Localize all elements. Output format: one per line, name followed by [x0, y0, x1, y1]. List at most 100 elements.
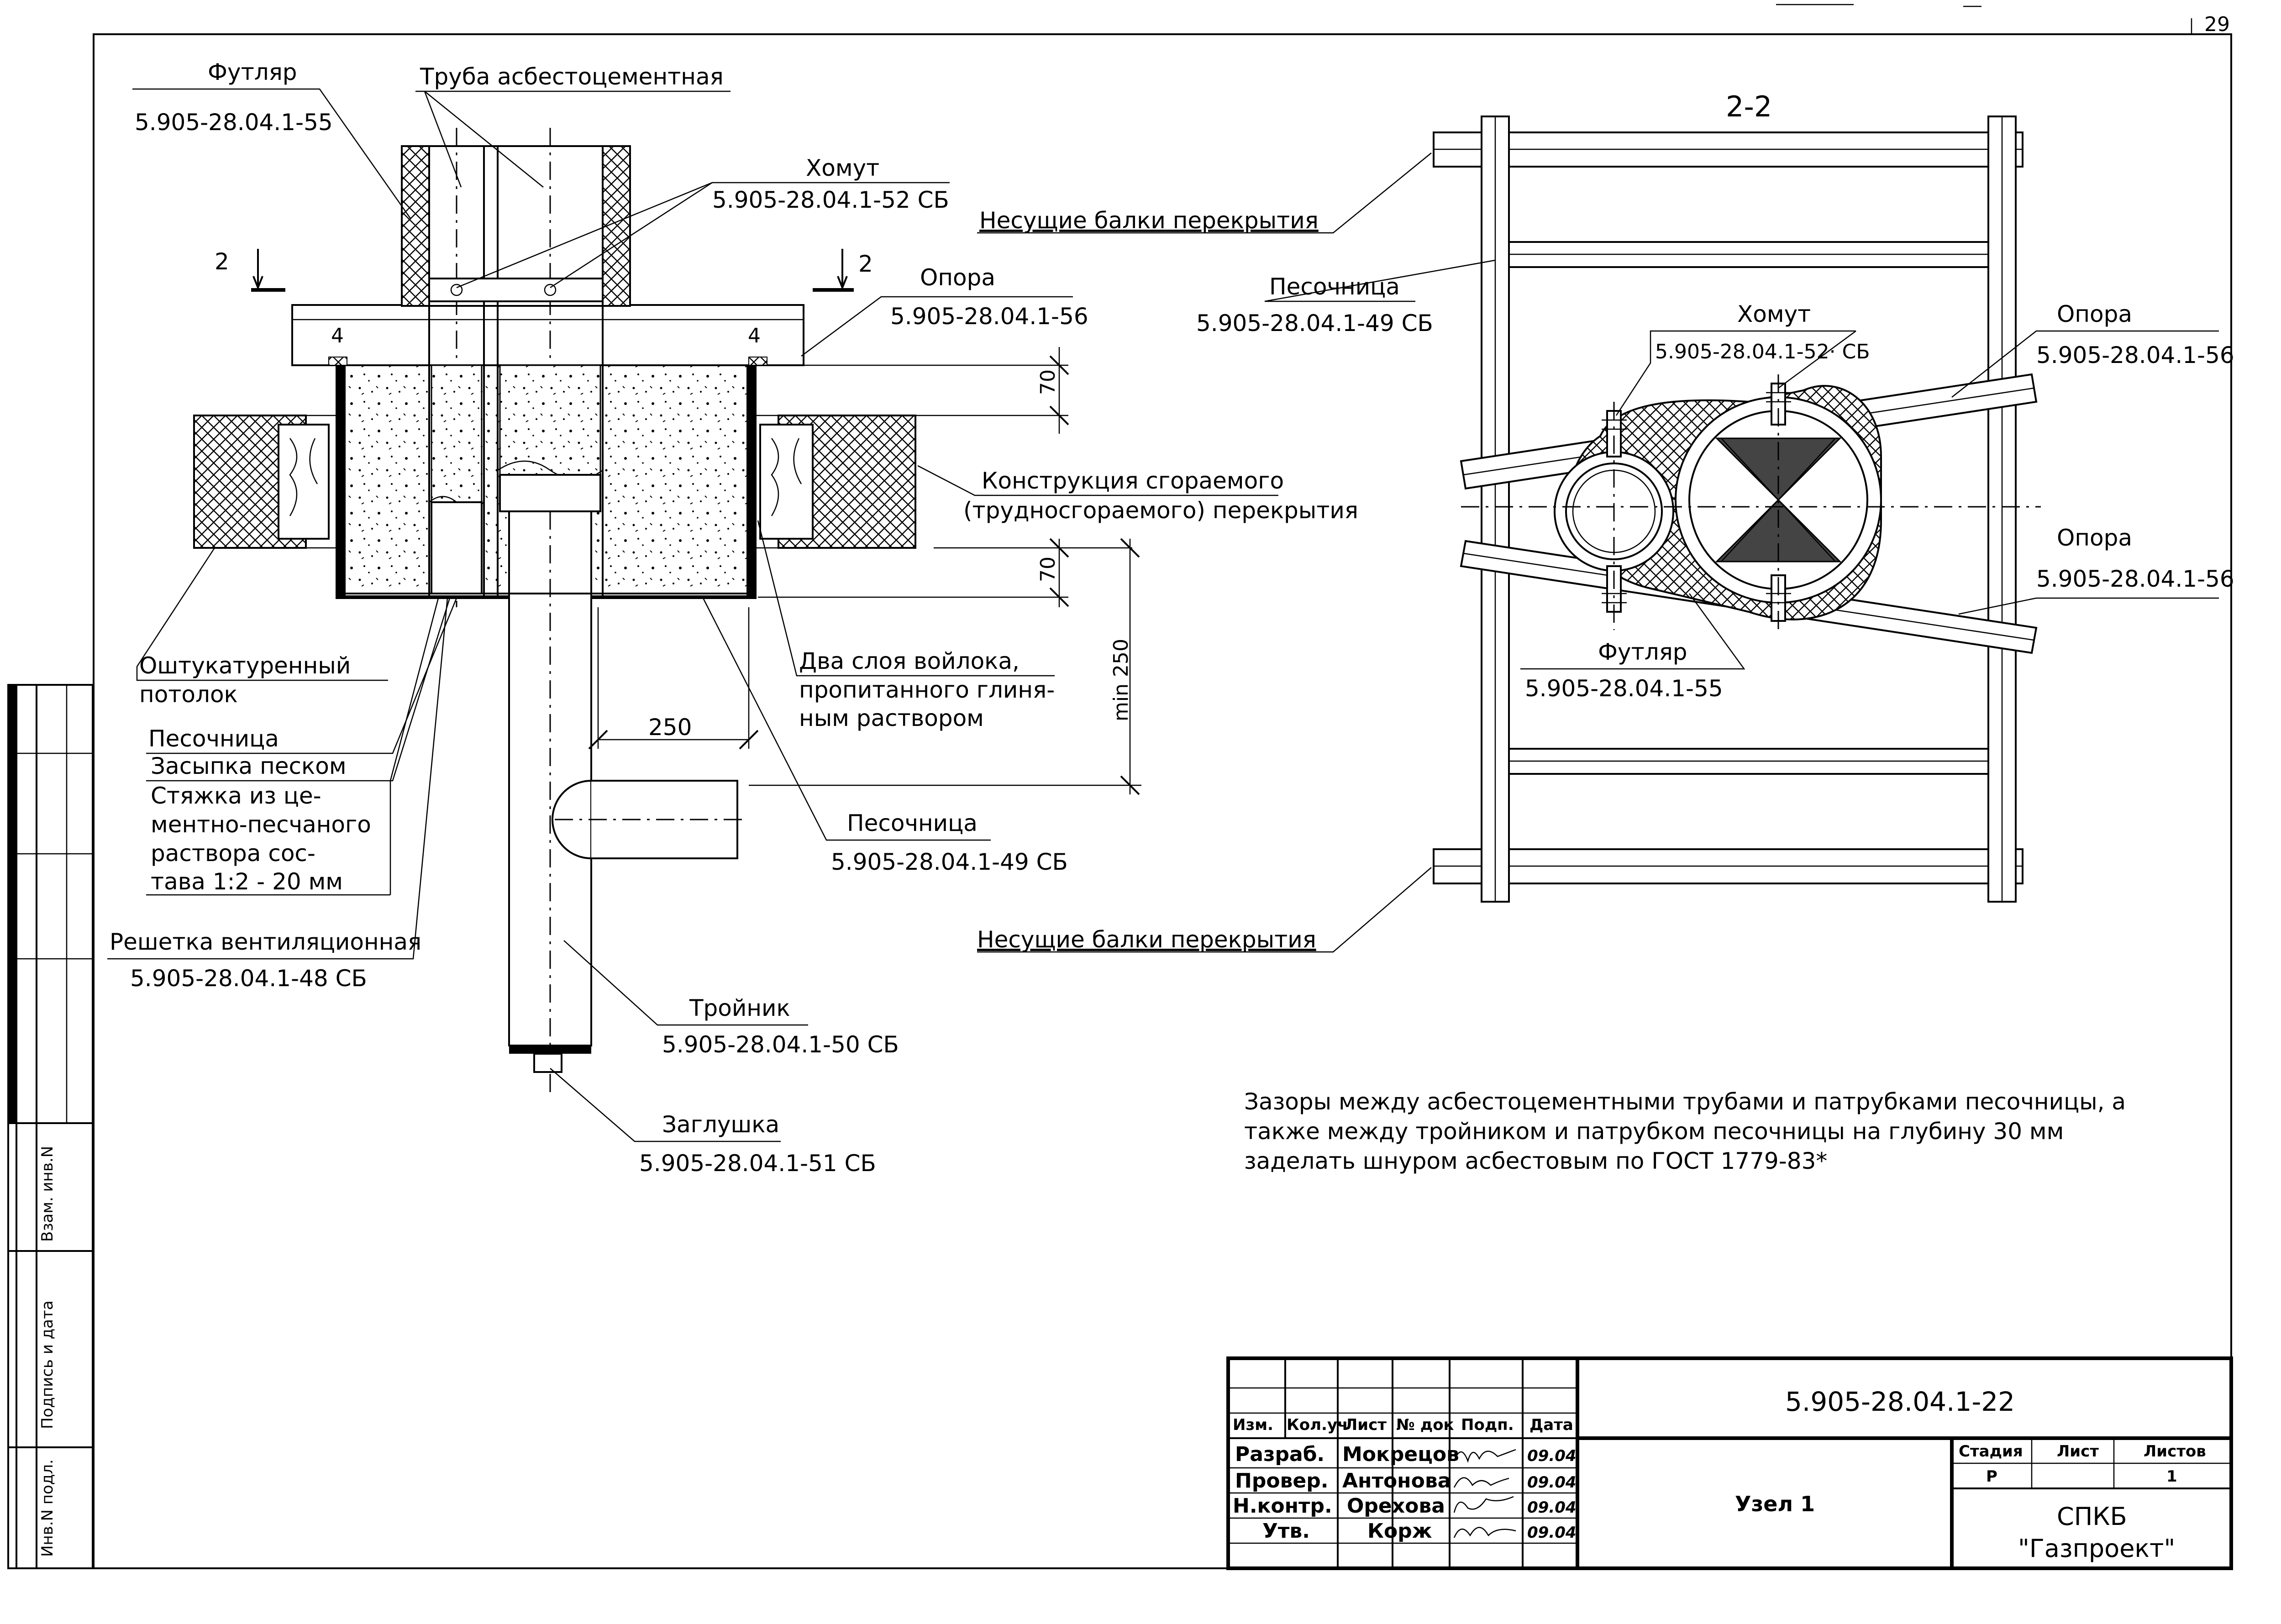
stamp-podpis: Подпись и дата [38, 1300, 57, 1429]
label-troinik: Тройник [689, 995, 790, 1021]
label-reshetka: Решетка вентиляционная [110, 929, 421, 955]
label-opora-code: 5.905-28.04.1-56 [890, 303, 1088, 330]
page-number: 29 [2204, 13, 2230, 36]
label-pesochnitsa-mid: Песочница [847, 810, 978, 836]
tb-h-data: Дата [1529, 1416, 1573, 1434]
section-view: 4 4 [193, 128, 1141, 1096]
tb-sheets-label: Листов [2144, 1442, 2206, 1461]
label-styazhka-2: ментно-песчаного [151, 811, 371, 838]
tb-doc-code: 5.905-28.04.1-22 [1785, 1386, 2015, 1417]
label-voilok-1: Два слоя войлока, [799, 648, 1020, 674]
tb-role-2: Н.контр. [1233, 1494, 1332, 1518]
note-line-3: заделать шнуром асбестовым по ГОСТ 1779-… [1244, 1148, 1827, 1174]
support-beam [291, 304, 804, 366]
section-mark-right: 2 [858, 251, 873, 277]
tb-name-3: Корж [1367, 1519, 1432, 1543]
wood-beam-left [278, 424, 330, 540]
tb-h-list: Лист [1345, 1416, 1387, 1434]
tb-stage-label: Стадия [1959, 1442, 2023, 1461]
plan-view: 2-2 [1433, 90, 2041, 903]
label-opora-code-right-bottom: 5.905-28.04.1-56 [2036, 566, 2234, 592]
signature-0 [1453, 1449, 1516, 1463]
plug [533, 1053, 562, 1073]
label-khomut-right: Хомут [1737, 301, 1811, 327]
label-pesochnitsa-left: Песочница [148, 725, 279, 752]
tb-sheets: 1 [2166, 1467, 2177, 1486]
label-futlyar-right: Футляр [1598, 639, 1687, 665]
signature-2 [1453, 1496, 1514, 1513]
casing-wall-left [401, 145, 430, 307]
tb-date-2: 09.04 [1527, 1498, 1577, 1517]
tb-role-1: Провер. [1235, 1469, 1328, 1493]
label-konstr-1: Конструкция сгораемого [982, 468, 1284, 494]
tb-role-3: Утв. [1262, 1519, 1310, 1543]
tb-name-0: Мокрецов [1342, 1443, 1459, 1466]
dim-70-top: 70 [1036, 369, 1060, 395]
label-khomut-code-right: 5.905-28.04.1-52· СБ [1655, 340, 1870, 363]
label-balki-bottom: Несущие балки перекрытия [977, 926, 1316, 953]
tb-h-kolvo: Кол.уч [1287, 1416, 1348, 1434]
label-opora-code-right-top: 5.905-28.04.1-56 [2036, 342, 2234, 368]
label-futlyar-code-right: 5.905-28.04.1-55 [1525, 675, 1723, 702]
label-futlyar-code: 5.905-28.04.1-55 [135, 109, 333, 136]
label-styazhka-1: Стяжка из це- [151, 783, 321, 809]
label-truba: Труба асбестоцементная [420, 63, 724, 90]
section-title: 2-2 [1726, 90, 1772, 123]
tb-h-podp: Подп. [1461, 1416, 1514, 1434]
signature-1 [1453, 1477, 1509, 1488]
tb-item-title: Узел 1 [1735, 1492, 1815, 1516]
label-potolok-1: Оштукатуренный [139, 652, 351, 679]
label-zasypka: Засыпка песком [151, 753, 347, 779]
label-pesochnitsa-right: Песочница [1269, 273, 1400, 300]
label-reshetka-code: 5.905-28.04.1-48 СБ [130, 965, 367, 992]
label-troinik-code: 5.905-28.04.1-50 СБ [662, 1031, 899, 1058]
label-khomut: Хомут [806, 155, 879, 181]
stamp-vzam: Взам. инв.N [38, 1146, 57, 1242]
label-balki-top: Несущие балки перекрытия [979, 207, 1319, 234]
label-khomut-code: 5.905-28.04.1-52 СБ [712, 187, 949, 213]
dim-250: 250 [648, 714, 692, 741]
tb-org-1: СПКБ [2057, 1502, 2127, 1531]
wood-beam-right [759, 424, 814, 540]
stamp-inv: Инв.N подл. [38, 1459, 57, 1557]
note-line-2: также между тройником и патрубком песочн… [1244, 1118, 2064, 1145]
left-labels: Футляр 5.905-28.04.1-55 Труба асбестоцем… [107, 59, 1358, 1177]
label-pesochnitsa-code: 5.905-28.04.1-49 СБ [831, 849, 1068, 875]
note-block: Зазоры между асбестоцементными трубами и… [1244, 1088, 2126, 1174]
label-potolok-2: потолок [139, 681, 238, 708]
tb-date-1: 09.04 [1527, 1473, 1577, 1492]
tb-date-0: 09.04 [1527, 1447, 1577, 1465]
label-opora-right-bottom: Опора [2057, 525, 2132, 551]
tb-date-3: 09.04 [1527, 1524, 1577, 1542]
dim-70-bottom: 70 [1036, 557, 1060, 582]
label-konstr-2: (трудносгораемого) перекрытия [963, 497, 1358, 524]
dim-min-250: min 250 [1109, 639, 1133, 721]
tb-name-1: Антонова [1342, 1469, 1451, 1493]
label-opora-right-top: Опора [2057, 301, 2132, 327]
mark-4a: 4 [331, 324, 344, 347]
side-stamp: Взам. инв.N Подпись и дата Инв.N подл. [7, 684, 94, 1569]
label-futlyar: Футляр [208, 59, 297, 85]
label-voilok-2: пропитанного глиня- [799, 677, 1055, 703]
right-labels: Несущие балки перекрытия Песочница 5.905… [977, 152, 2234, 953]
tb-h-doc: № док [1396, 1416, 1454, 1434]
label-styazhka-4: тава 1:2 - 20 мм [151, 868, 343, 895]
label-pesochnitsa-code-right: 5.905-28.04.1-49 СБ [1196, 310, 1433, 336]
label-styazhka-3: раствора сос- [151, 840, 315, 867]
section-mark-left: 2 [215, 248, 229, 275]
tb-stage: Р [1986, 1467, 1997, 1486]
tb-h-izm: Изм. [1233, 1416, 1273, 1434]
signature-3 [1453, 1527, 1516, 1538]
label-voilok-3: ным раствором [799, 705, 984, 731]
tb-name-2: Орехова [1347, 1494, 1445, 1518]
label-zaglushka: Заглушка [662, 1111, 779, 1138]
label-opora: Опора [920, 264, 995, 291]
tb-org-2: "Газпроект" [2018, 1534, 2175, 1563]
clamp [428, 278, 604, 302]
note-line-1: Зазоры между асбестоцементными трубами и… [1244, 1088, 2126, 1115]
label-zaglushka-code: 5.905-28.04.1-51 СБ [639, 1150, 876, 1177]
mark-4b: 4 [748, 324, 761, 347]
tb-role-0: Разраб. [1235, 1443, 1324, 1466]
tb-sheet-label: Лист [2057, 1442, 2099, 1461]
